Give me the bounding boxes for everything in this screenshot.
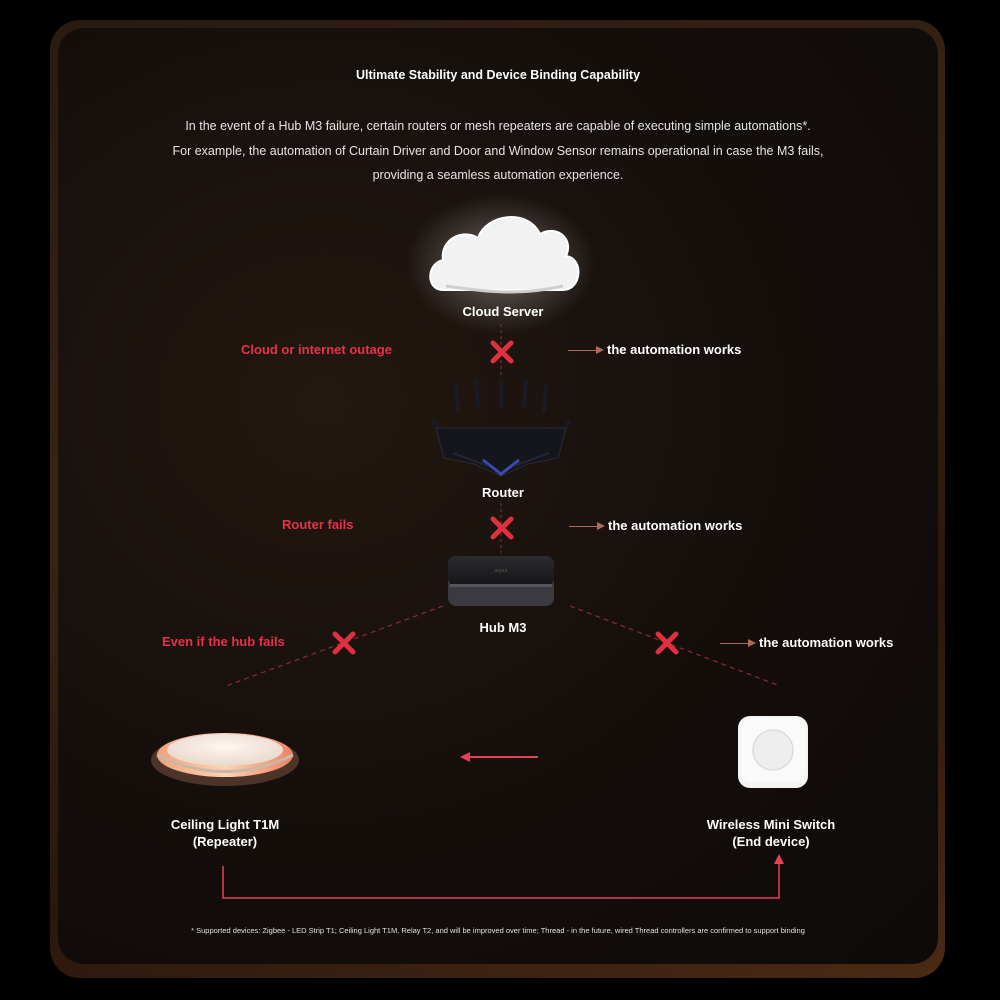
connections-diagram: aqara <box>151 194 808 899</box>
ceiling-light-label: Ceiling Light T1M (Repeater) <box>125 816 325 850</box>
footnote: * Supported devices: Zigbee - LED Strip … <box>191 926 805 935</box>
intro-line: In the event of a Hub M3 failure, certai… <box>185 119 811 133</box>
result-label: the automation works <box>607 342 742 357</box>
binding-arrow-icon <box>460 752 538 762</box>
arrow-right-icon <box>597 522 605 530</box>
router-label: Router <box>482 485 524 500</box>
svg-text:aqara: aqara <box>495 568 508 574</box>
intro-line: For example, the automation of Curtain D… <box>172 143 824 158</box>
hub-failure-label: Even if the hub fails <box>162 634 285 649</box>
result-label: the automation works <box>759 635 894 650</box>
intro-text: In the event of a Hub M3 failure, certai… <box>58 114 938 188</box>
cross-icon <box>490 340 514 364</box>
ceiling-light-role: (Repeater) <box>192 834 258 849</box>
arrow-right-icon <box>569 526 599 527</box>
ceiling-light-icon <box>151 733 299 786</box>
cross-icon <box>490 516 514 540</box>
cloud-failure-label: Cloud or internet outage <box>241 342 392 357</box>
hub-icon: aqara <box>448 556 554 606</box>
arrow-right-icon <box>596 346 604 354</box>
mini-switch-role: (End device) <box>732 834 810 849</box>
ceiling-light-name: Ceiling Light T1M <box>170 817 280 832</box>
cloud-label: Cloud Server <box>462 304 544 319</box>
feature-card: aqara Ultimate Stability and Dev <box>58 28 938 964</box>
arrow-right-icon <box>748 639 756 647</box>
result-label: the automation works <box>608 518 743 533</box>
intro-line: providing a seamless automation experien… <box>372 168 624 182</box>
mini-switch-name: Wireless Mini Switch <box>706 817 836 832</box>
router-icon <box>431 377 572 477</box>
arrow-right-icon <box>568 350 598 351</box>
cross-icon <box>332 631 356 655</box>
cross-icon <box>655 631 679 655</box>
mini-switch-label: Wireless Mini Switch (End device) <box>671 816 871 850</box>
page-title: Ultimate Stability and Device Binding Ca… <box>355 68 641 82</box>
hub-label: Hub M3 <box>479 620 527 635</box>
loop-connector <box>222 854 784 899</box>
mini-switch-icon <box>738 716 808 788</box>
cloud-icon <box>406 194 596 334</box>
arrow-right-icon <box>720 643 750 644</box>
router-failure-label: Router fails <box>282 517 354 532</box>
